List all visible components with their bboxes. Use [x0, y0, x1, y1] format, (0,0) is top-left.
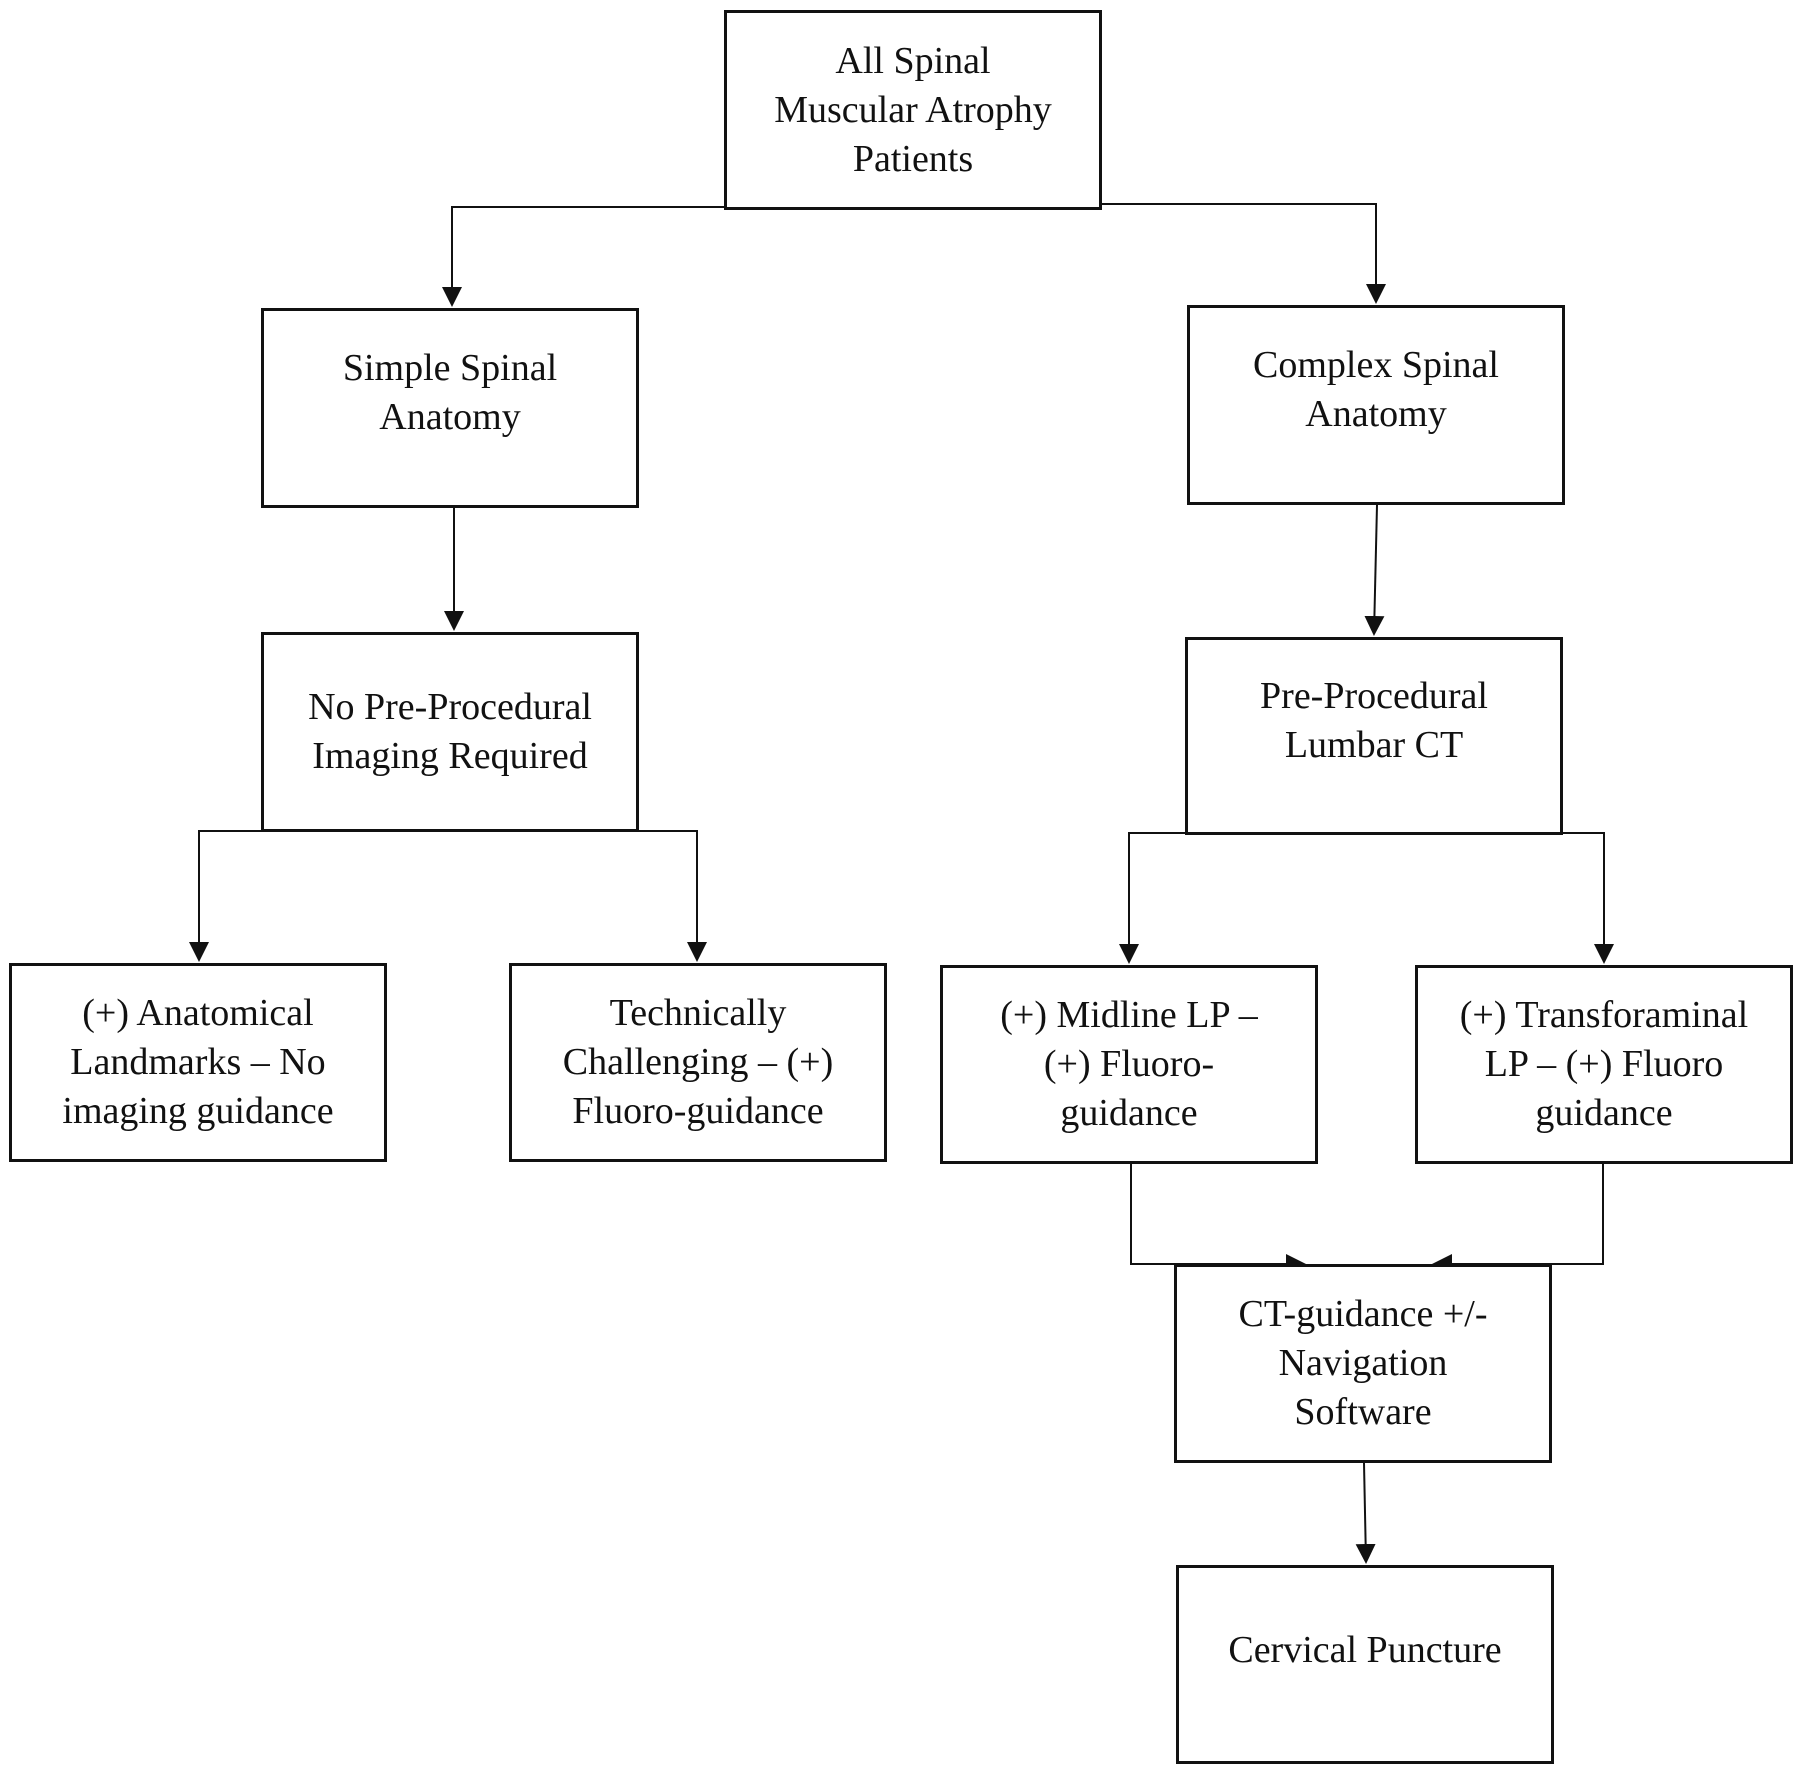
node-all-sma-patients: All Spinal Muscular Atrophy Patients	[724, 10, 1102, 210]
node-complex-spinal-anatomy: Complex Spinal Anatomy	[1187, 305, 1565, 505]
connector-midline-to-ct-guidance	[1130, 1164, 1306, 1274]
node-label: All Spinal Muscular Atrophy Patients	[774, 39, 1052, 180]
node-label: (+) Midline LP – (+) Fluoro- guidance	[1000, 994, 1258, 1134]
connector-lumbar-ct-to-transforaminal	[1563, 832, 1614, 964]
node-label: Technically Challenging – (+) Fluoro-gui…	[562, 992, 834, 1132]
connector-root-to-simple	[442, 206, 724, 307]
connector-no-imaging-to-technical	[639, 830, 707, 962]
node-pre-procedural-lumbar-ct: Pre-Procedural Lumbar CT	[1185, 637, 1563, 835]
node-label: CT-guidance +/- Navigation Software	[1238, 1293, 1488, 1433]
node-anatomical-landmarks: (+) Anatomical Landmarks – No imaging gu…	[9, 963, 387, 1162]
node-label: (+) Anatomical Landmarks – No imaging gu…	[62, 992, 334, 1132]
node-label: Pre-Procedural Lumbar CT	[1260, 675, 1488, 766]
node-label: Simple Spinal Anatomy	[342, 347, 558, 438]
connector-transforaminal-to-ct-guidance	[1432, 1164, 1604, 1274]
connector-root-to-complex	[1102, 203, 1386, 304]
node-midline-lp: (+) Midline LP – (+) Fluoro- guidance	[940, 965, 1318, 1164]
connector-no-imaging-to-landmarks	[189, 830, 261, 962]
node-label: (+) Transforaminal LP – (+) Fluoro guida…	[1459, 994, 1749, 1134]
node-simple-spinal-anatomy: Simple Spinal Anatomy	[261, 308, 639, 508]
connector-lumbar-ct-to-midline	[1119, 832, 1185, 964]
node-label: No Pre-Procedural Imaging Required	[308, 686, 592, 777]
connector-ct-guidance-to-cervical	[1355, 1462, 1376, 1564]
connector-complex-to-lumbar-ct	[1364, 504, 1385, 636]
node-label: Complex Spinal Anatomy	[1253, 344, 1499, 435]
node-no-pre-procedural-imaging: No Pre-Procedural Imaging Required	[261, 632, 639, 832]
node-ct-guidance-navigation: CT-guidance +/- Navigation Software	[1174, 1264, 1552, 1463]
node-label: Cervical Puncture	[1228, 1629, 1502, 1671]
node-technically-challenging: Technically Challenging – (+) Fluoro-gui…	[509, 963, 887, 1162]
node-cervical-puncture: Cervical Puncture	[1176, 1565, 1554, 1764]
node-transforaminal-lp: (+) Transforaminal LP – (+) Fluoro guida…	[1415, 965, 1793, 1164]
